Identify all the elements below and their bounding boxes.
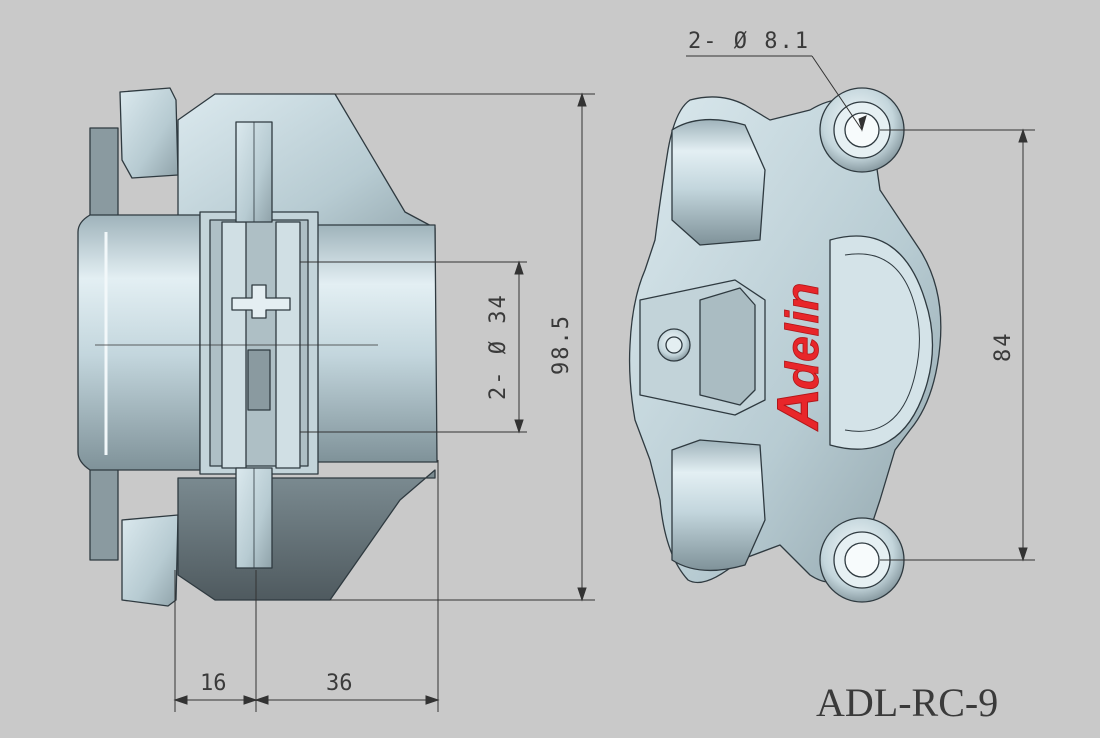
mount-hole-bottom: [844, 542, 880, 578]
mount-spacing-label: 84: [991, 332, 1016, 363]
side-top-lug: [119, 87, 179, 179]
front-bottom-cylinder: [671, 439, 766, 572]
brand-logo: A delin: [766, 282, 832, 432]
width-right-label: 36: [326, 671, 353, 696]
dimension-lines: [173, 55, 1035, 712]
side-lower-housing: [177, 469, 436, 601]
side-pad-slot: [231, 284, 291, 319]
side-cylinder: [77, 214, 201, 471]
side-bottom-lug: [121, 514, 179, 607]
hole-callout-label: 2- Ø 8.1: [688, 29, 810, 54]
bore-callout-label: 2- Ø 34: [486, 293, 511, 400]
width-left-label: 16: [200, 671, 227, 696]
front-dome: [829, 235, 934, 450]
side-view: [77, 87, 438, 607]
model-label: ADL-RC-9: [816, 680, 998, 725]
svg-text:delin: delin: [776, 283, 828, 390]
svg-text:A: A: [766, 388, 831, 432]
side-cylinder-right: [309, 224, 438, 463]
overall-height-label: 98.5: [549, 314, 574, 375]
front-top-cylinder: [671, 118, 766, 246]
